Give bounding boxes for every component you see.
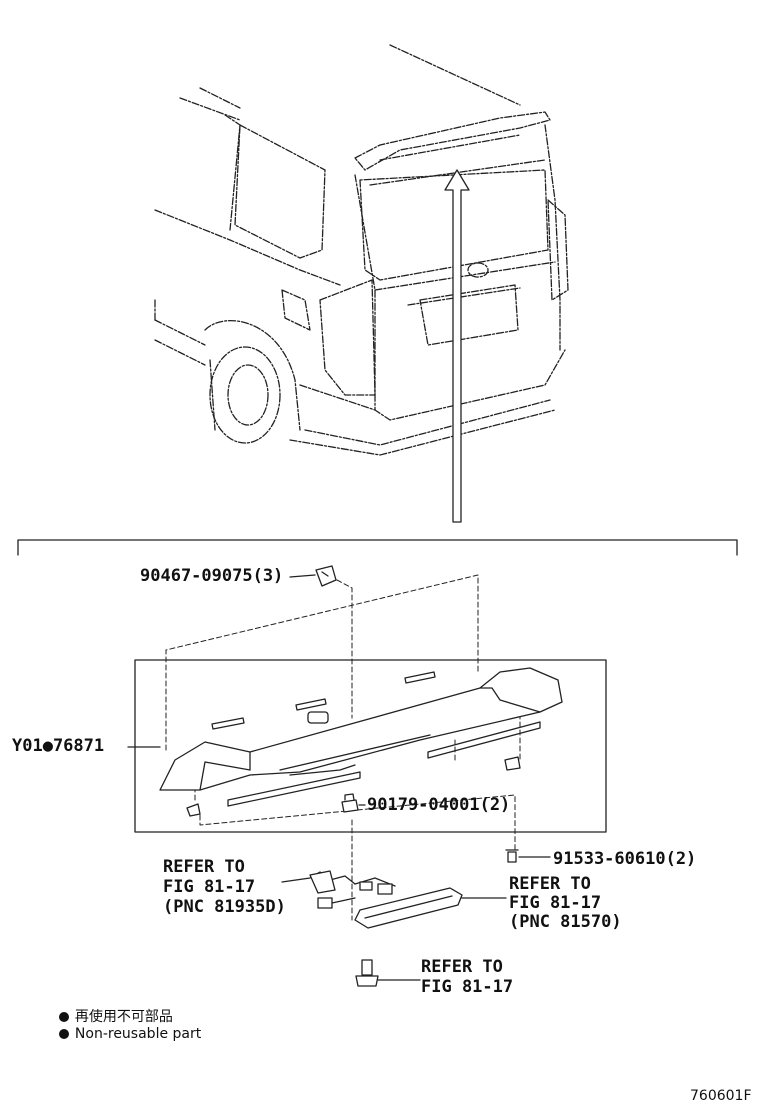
legend-en-text: Non-reusable part [74,1026,202,1042]
figure-id: 760601F [690,1088,752,1104]
refer3-line1: REFER TO [421,957,503,977]
refer3-line2: FIG 81-17 [421,977,514,997]
spoiler-part [159,667,563,817]
refer2-line3: (PNC 81570) [509,912,622,932]
bullet-icon [58,1029,69,1039]
refer1-line2: FIG 81-17 [163,877,256,897]
location-arrow [444,169,470,523]
legend-jp-text: 再使用不可部品 [74,1009,173,1025]
wire-harness-icon [281,870,396,909]
part-label-90467: 90467-09075(3) [140,566,284,586]
part-label-90179: 90179-04001(2) [367,795,511,815]
bullet-icon [58,1012,69,1022]
assembly-box [134,659,607,833]
refer2-line2: FIG 81-17 [509,893,602,913]
section-bracket [17,539,738,556]
nut-90179-icon [341,793,359,813]
legend-jp: 再使用不可部品 [50,990,173,1026]
part-label-76871: Y01●76871 [12,736,105,756]
legend-en: Non-reusable part [50,1010,201,1042]
refer1-line1: REFER TO [163,857,245,877]
refer1-line3: (PNC 81935D) [163,897,286,917]
refer2-line1: REFER TO [509,874,591,894]
clip-90467-icon [315,565,337,587]
stop-lamp-icon [354,887,507,929]
vehicle-illustration [154,44,569,456]
part-label-91533: 91533-60610(2) [553,849,697,869]
screw-91533-icon [505,849,551,863]
bolt-icon [355,959,421,987]
